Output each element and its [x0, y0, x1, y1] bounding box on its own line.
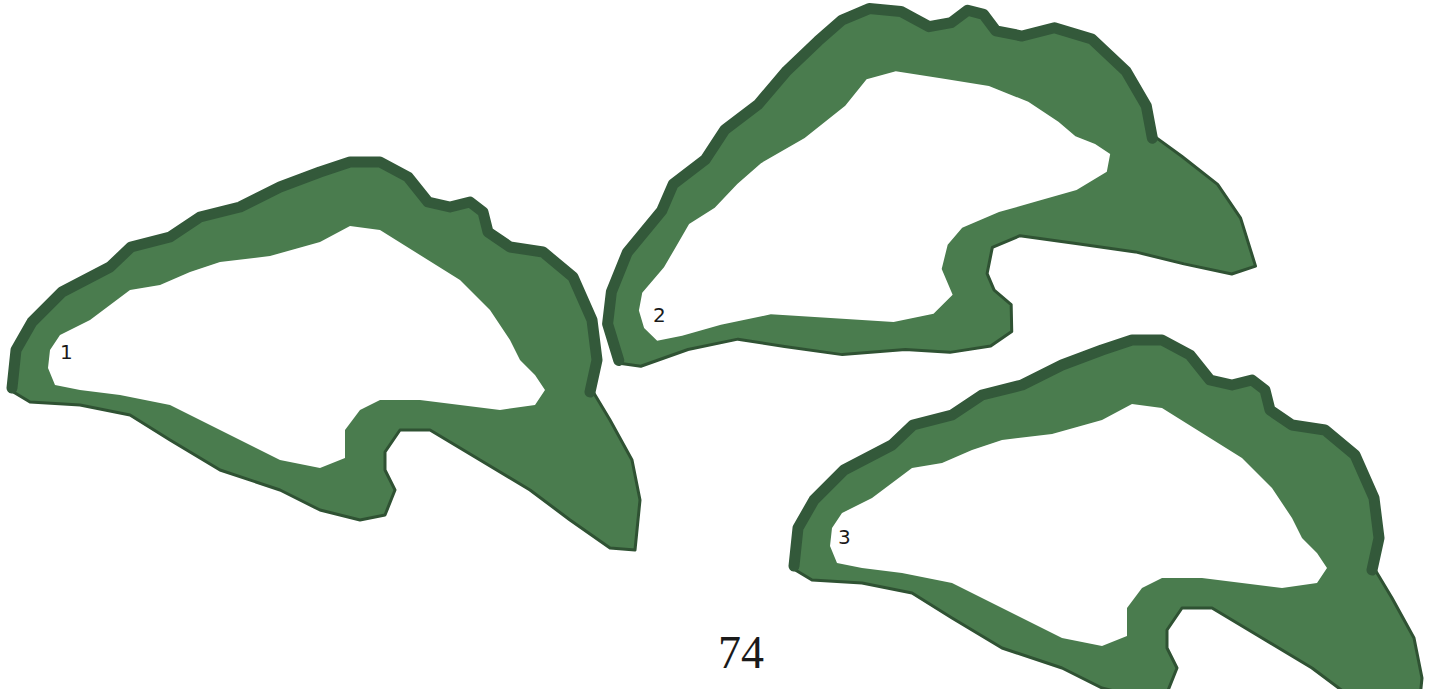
- callout-number: 1: [60, 342, 73, 362]
- map-shape: [10, 160, 640, 550]
- callout-number: 2: [653, 305, 666, 325]
- callout-number: 3: [838, 527, 851, 547]
- map-shape: [792, 338, 1422, 689]
- page-number: 74: [718, 630, 764, 676]
